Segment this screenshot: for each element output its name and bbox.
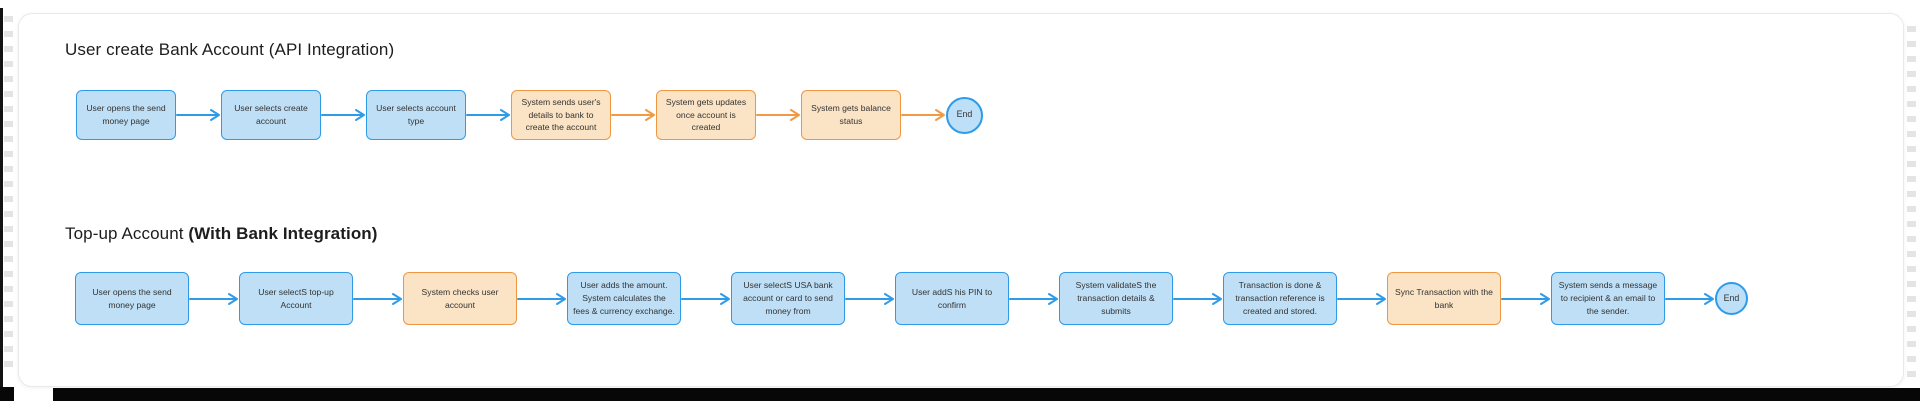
connector-arrow[interactable] xyxy=(681,291,731,307)
flow-step[interactable]: Sync Transaction with the bank xyxy=(1387,272,1501,325)
bottom-left-edge-block xyxy=(0,387,14,401)
connector-arrow[interactable] xyxy=(517,291,567,307)
flow-title-text: Top-up Account xyxy=(65,224,189,243)
connector-arrow[interactable] xyxy=(321,107,366,123)
connector-arrow[interactable] xyxy=(845,291,895,307)
node-label: System sends user's details to bank to c… xyxy=(521,96,601,133)
node-label: User selectS USA bank account or card to… xyxy=(743,280,833,316)
node-label: End xyxy=(1723,292,1740,303)
node-label: Sync Transaction with the bank xyxy=(1395,286,1493,310)
flow-step[interactable]: System gets updates once account is crea… xyxy=(656,90,756,140)
node-label: User selectS top-up Account xyxy=(258,286,334,310)
connector-arrow[interactable] xyxy=(1501,291,1551,307)
connector-arrow[interactable] xyxy=(1337,291,1387,307)
node-label: Transaction is done & transaction refere… xyxy=(1235,280,1325,316)
node-label: System checks user account xyxy=(421,286,499,310)
flow-title-text: User create Bank Account (API Integratio… xyxy=(65,40,395,59)
node-label: System gets balance status xyxy=(811,103,891,126)
connector-arrow[interactable] xyxy=(466,107,511,123)
flow-step[interactable]: User selectS USA bank account or card to… xyxy=(731,272,845,325)
node-label: User adds the amount. System calculates … xyxy=(573,280,675,316)
flow-step[interactable]: System sends a message to recipient & an… xyxy=(1551,272,1665,325)
node-label: User opens the send money page xyxy=(86,103,166,126)
left-edge-strip xyxy=(0,8,3,401)
connector-arrow[interactable] xyxy=(1665,291,1715,307)
connector-arrow[interactable] xyxy=(901,107,946,123)
right-edge-ticks xyxy=(1907,26,1916,381)
flow-step[interactable]: User opens the send money page xyxy=(76,90,176,140)
connector-arrow[interactable] xyxy=(189,291,239,307)
flow-step[interactable]: System gets balance status xyxy=(801,90,901,140)
flow-step[interactable]: System sends user's details to bank to c… xyxy=(511,90,611,140)
flow-step[interactable]: User selectS top-up Account xyxy=(239,272,353,325)
flow-row: User opens the send money page User selec… xyxy=(76,90,983,140)
flow-step[interactable]: System validateS the transaction details… xyxy=(1059,272,1173,325)
flow-step[interactable]: User adds the amount. System calculates … xyxy=(567,272,681,325)
node-label: System sends a message to recipient & an… xyxy=(1558,280,1658,316)
flow-step[interactable]: User addS his PIN to confirm xyxy=(895,272,1009,325)
flow-row: User opens the send money page User selec… xyxy=(75,272,1748,325)
flow-title-bold-text: (With Bank Integration) xyxy=(188,224,378,243)
node-label: User selects create account xyxy=(234,103,308,126)
flow-step[interactable]: User selects create account xyxy=(221,90,321,140)
flow-step[interactable]: Transaction is done & transaction refere… xyxy=(1223,272,1337,325)
connector-arrow[interactable] xyxy=(1173,291,1223,307)
bottom-edge-bar xyxy=(53,388,1920,401)
flow-step[interactable]: User opens the send money page xyxy=(75,272,189,325)
connector-arrow[interactable] xyxy=(1009,291,1059,307)
connector-arrow[interactable] xyxy=(756,107,801,123)
flow-title-create-bank-account[interactable]: User create Bank Account (API Integratio… xyxy=(65,40,394,60)
flow-title-top-up-account[interactable]: Top-up Account (With Bank Integration) xyxy=(65,224,378,244)
left-edge-ticks xyxy=(4,16,13,375)
node-label: System validateS the transaction details… xyxy=(1075,280,1157,316)
node-label: System gets updates once account is crea… xyxy=(665,96,747,133)
end-node[interactable]: End xyxy=(946,96,983,134)
connector-arrow[interactable] xyxy=(176,107,221,123)
node-label: User opens the send money page xyxy=(92,286,172,310)
flow-step[interactable]: System checks user account xyxy=(403,272,517,325)
connector-arrow[interactable] xyxy=(611,107,656,123)
node-label: User selects account type xyxy=(376,103,456,126)
connector-arrow[interactable] xyxy=(353,291,403,307)
flow-step[interactable]: User selects account type xyxy=(366,90,466,140)
node-label: User addS his PIN to confirm xyxy=(911,286,993,310)
end-node[interactable]: End xyxy=(1715,282,1748,315)
node-label: End xyxy=(956,109,973,120)
flowchart-canvas[interactable]: User create Bank Account (API Integratio… xyxy=(18,13,1904,387)
